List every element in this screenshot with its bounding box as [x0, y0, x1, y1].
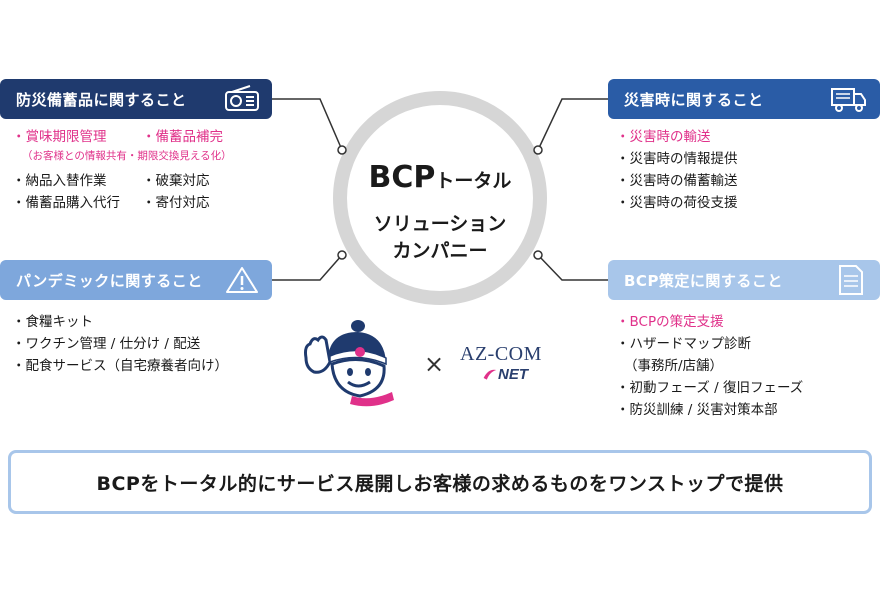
center-line-2: ソリューション: [373, 213, 507, 235]
connector-top-right: [537, 98, 608, 151]
bcp-item: ・防災訓練 / 災害対策本部: [616, 402, 778, 418]
bcp-item: （事務所/店舗）: [624, 358, 724, 374]
header-bcp-title: BCP策定に関すること: [624, 271, 783, 290]
disaster-item: ・災害時の情報提供: [616, 151, 738, 167]
connector-dot-bottom-right: [533, 250, 543, 260]
bcp-list: ・BCPの策定支援 ・ハザードマップ診断 （事務所/店舗） ・初動フェーズ / …: [616, 311, 803, 421]
stockpile-highlight-2: ・備蓄品補完: [142, 129, 223, 145]
center-title-suffix: トータル: [435, 170, 512, 192]
header-bcp: BCP策定に関すること: [608, 260, 880, 300]
summary-banner-text: BCPをトータル的にサービス展開しお客様の求めるものをワンストップで提供: [96, 472, 784, 495]
connector-dot-top-right: [533, 145, 543, 155]
azcom-logo-bottom: NET: [498, 366, 528, 383]
radio-icon: [225, 85, 259, 111]
connector-dot-bottom-left: [337, 250, 347, 260]
connector-bottom-left: [272, 254, 343, 281]
stockpile-item: ・寄付対応: [142, 195, 210, 211]
connector-top-left: [272, 98, 343, 151]
header-disaster: 災害時に関すること: [608, 79, 880, 119]
pandemic-item: ・食糧キット: [12, 314, 93, 330]
bcp-item: ・初動フェーズ / 復旧フェーズ: [616, 380, 804, 396]
stockpile-highlight-1: ・賞味期限管理: [12, 129, 107, 145]
header-disaster-title: 災害時に関すること: [624, 90, 764, 109]
center-ring: [333, 91, 547, 305]
stockpile-note: （お客様との情報共有・期限交換見える化）: [22, 150, 232, 162]
header-pandemic: パンデミックに関すること: [0, 260, 272, 300]
times-sign: ×: [424, 350, 445, 378]
truck-icon: [831, 88, 866, 112]
center-title-main: BCP: [368, 160, 436, 195]
summary-banner: BCPをトータル的にサービス展開しお客様の求めるものをワンストップで提供: [8, 450, 872, 514]
header-stockpile: 防災備蓄品に関すること: [0, 79, 272, 119]
header-pandemic-title: パンデミックに関すること: [16, 271, 203, 290]
center-line-3: カンパニー: [392, 240, 488, 262]
stockpile-item: ・備蓄品購入代行: [12, 195, 120, 211]
warning-icon: [226, 267, 258, 293]
pandemic-item: ・配食サービス（自宅療養者向け）: [12, 358, 228, 374]
stockpile-list: ・賞味期限管理 ・備蓄品補完 （お客様との情報共有・期限交換見える化） ・納品入替…: [12, 126, 232, 214]
stockpile-item: ・破棄対応: [142, 173, 210, 189]
disaster-item: ・災害時の備蓄輸送: [616, 173, 738, 189]
connector-dot-top-left: [337, 145, 347, 155]
azcom-logo-top: AZ-COM: [460, 343, 542, 365]
disaster-item: ・災害時の荷役支援: [616, 195, 738, 211]
bcp-highlight: ・BCPの策定支援: [616, 314, 724, 330]
disaster-list: ・災害時の輸送 ・災害時の情報提供 ・災害時の備蓄輸送 ・災害時の荷役支援: [616, 126, 738, 214]
header-stockpile-title: 防災備蓄品に関すること: [16, 90, 187, 109]
azcom-logo: AZ-COM NET: [460, 344, 560, 388]
bcp-item: ・ハザードマップ診断: [616, 336, 751, 352]
azcom-swoosh-icon: [483, 369, 497, 380]
stockpile-item: ・納品入替作業: [12, 173, 107, 189]
disaster-highlight: ・災害時の輸送: [616, 129, 711, 145]
mascot-logo: [304, 320, 394, 407]
center-title: BCPトータル: [340, 160, 540, 195]
pandemic-item: ・ワクチン管理 / 仕分け / 配送: [12, 336, 201, 352]
document-icon: [839, 265, 863, 295]
connector-bottom-right: [537, 254, 608, 281]
pandemic-list: ・食糧キット ・ワクチン管理 / 仕分け / 配送 ・配食サービス（自宅療養者向…: [12, 311, 228, 377]
